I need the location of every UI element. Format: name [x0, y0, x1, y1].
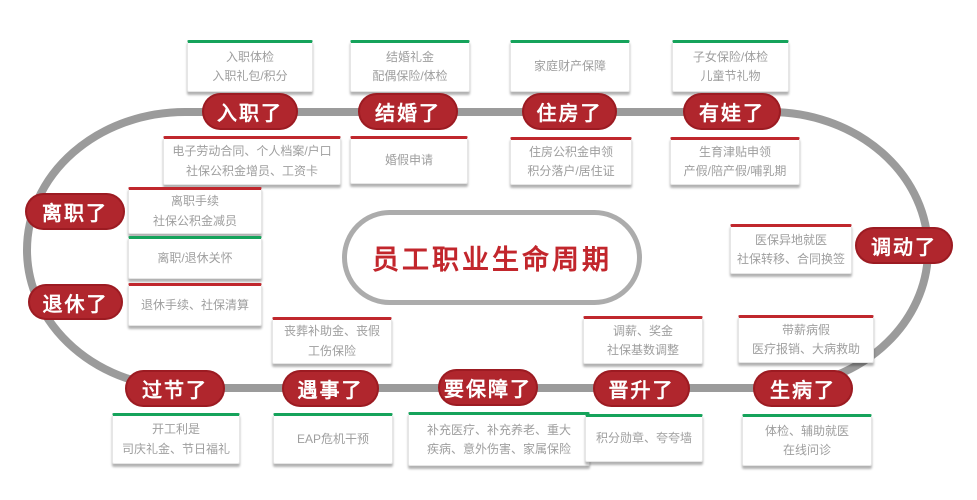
box-text-line: 带薪病假	[781, 322, 830, 337]
box-text-line: EAP危机干预	[296, 431, 369, 446]
box-text-line: 婚假申请	[384, 153, 433, 168]
box-text-line: 调薪、奖金	[612, 323, 673, 338]
box-text-line: 子女保险/体检	[692, 49, 769, 64]
box-text-line: 司庆礼金、节日福礼	[121, 441, 230, 456]
box-text-line: 积分落户/居住证	[527, 164, 615, 178]
node-housing: 住房了	[522, 93, 617, 130]
box-festival-benefits: 开工利是 司庆礼金、节日福礼	[112, 413, 240, 464]
node-married: 结婚了	[358, 93, 458, 130]
box-housing-benefits: 家庭财产保障	[510, 40, 630, 92]
box-text-line: 退休手续、社保清算	[140, 297, 249, 312]
box-text-line: 在线问诊	[782, 443, 831, 457]
box-resign-tasks: 离职手续 社保公积金减员	[128, 187, 262, 234]
box-text-line: 入职礼包/积分	[212, 69, 288, 83]
box-text-line: 补充医疗、补充养老、重大	[426, 422, 571, 437]
box-text-line: 离职手续	[170, 194, 219, 209]
box-text-line: 入职体检	[225, 49, 274, 64]
box-text-line: 社保公积金增员、工资卡	[185, 163, 318, 178]
node-resign: 离职了	[25, 193, 125, 230]
box-transfer-tasks: 医保异地就医 社保转移、合同换签	[730, 224, 852, 274]
box-promotion-tasks: 调薪、奖金 社保基数调整	[583, 316, 703, 364]
box-baby-benefits: 子女保险/体检 儿童节礼物	[672, 40, 789, 92]
box-text-line: 离职/退休关怀	[157, 250, 233, 265]
box-text-line: 电子劳动合同、个人档案/户口	[172, 144, 332, 159]
box-sick-tasks: 带薪病假 医疗报销、大病救助	[738, 315, 874, 363]
node-baby: 有娃了	[683, 93, 781, 130]
box-text-line: 体检、辅助就医	[764, 423, 849, 438]
box-text-line: 生育津贴申领	[698, 144, 771, 159]
center-title: 员工职业生命周期	[342, 210, 642, 305]
node-festival: 过节了	[125, 370, 225, 407]
box-text-line: 结婚礼金	[385, 49, 434, 64]
box-married-benefits: 结婚礼金 配偶保险/体检	[350, 40, 470, 92]
box-text-line: 社保基数调整	[606, 343, 679, 357]
box-text-line: 疾病、意外伤害、家属保险	[426, 442, 571, 456]
box-text-line: 医保异地就医	[754, 232, 827, 247]
box-onboard-benefits: 入职体检 入职礼包/积分	[187, 40, 313, 92]
box-text-line: 工伤保险	[307, 343, 356, 358]
box-retire-tasks: 退休手续、社保清算	[128, 283, 262, 326]
node-incident: 遇事了	[282, 370, 379, 407]
box-baby-tasks: 生育津贴申领 产假/陪产假/哺乳期	[670, 137, 800, 185]
box-text-line: 丧葬补助金、丧假	[283, 324, 380, 339]
box-text-line: 产假/陪产假/哺乳期	[683, 164, 787, 178]
box-onboard-tasks: 电子劳动合同、个人档案/户口 社保公积金增员、工资卡	[163, 136, 341, 185]
box-promotion-rewards: 积分勋章、夸夸墙	[585, 414, 703, 462]
box-text-line: 医疗报销、大病救助	[751, 342, 860, 356]
node-sick: 生病了	[753, 370, 853, 407]
box-text-line: 积分勋章、夸夸墙	[595, 431, 692, 446]
box-text-line: 开工利是	[151, 422, 200, 437]
box-text-line: 配偶保险/体检	[372, 69, 448, 83]
box-incident-support: EAP危机干预	[273, 413, 393, 464]
box-incident-tasks: 丧葬补助金、丧假 工伤保险	[272, 317, 392, 364]
box-married-tasks: 婚假申请	[350, 136, 468, 184]
box-text-line: 社保公积金减员	[152, 213, 237, 228]
box-resign-retire-care: 离职/退休关怀	[128, 236, 262, 279]
box-text-line: 家庭财产保障	[533, 59, 606, 74]
box-housing-tasks: 住房公积金申领 积分落户/居住证	[510, 137, 632, 185]
node-coverage: 要保障了	[438, 369, 538, 406]
node-transfer: 调动了	[855, 227, 953, 264]
node-onboard: 入职了	[202, 93, 298, 130]
box-text-line: 住房公积金申领	[528, 144, 613, 159]
box-text-line: 儿童节礼物	[700, 69, 761, 83]
box-sick-services: 体检、辅助就医 在线问诊	[742, 414, 872, 466]
node-promotion: 晋升了	[593, 370, 690, 407]
box-coverage-options: 补充医疗、补充养老、重大 疾病、意外伤害、家属保险	[408, 412, 590, 466]
box-text-line: 社保转移、合同换签	[736, 252, 845, 266]
node-retire: 退休了	[28, 284, 123, 320]
